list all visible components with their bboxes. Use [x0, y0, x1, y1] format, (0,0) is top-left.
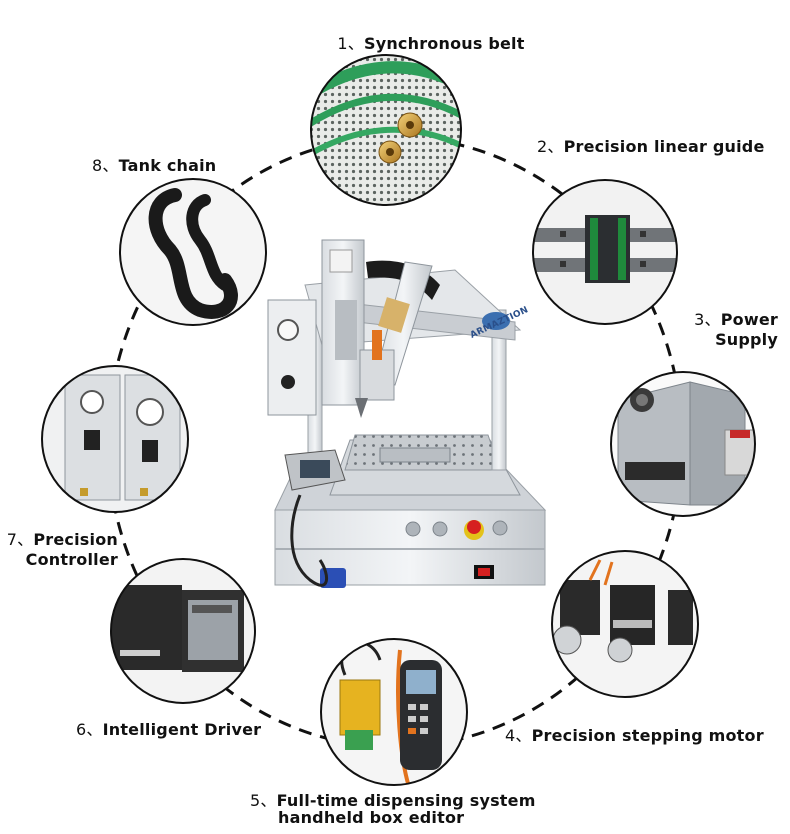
label-linear-guide: 2、Precision linear guide — [537, 137, 765, 156]
label-handheld-editor: 5、Full-time dispensing system handheld b… — [250, 791, 536, 827]
linear-guide-icon — [532, 179, 678, 325]
label-stepping-motor: 4、Precision stepping motor — [505, 726, 764, 745]
dispensing-robot-icon — [267, 239, 547, 588]
label-precision-controller: 7、Precision Controller — [6, 530, 118, 569]
label-intelligent-driver: 6、Intelligent Driver — [76, 720, 262, 739]
label-power-supply: 3、Power Supply — [694, 310, 778, 349]
stepping-motor-icon — [551, 550, 699, 698]
controller-icon — [41, 365, 189, 513]
label-synchronous-belt: 1、Synchronous belt — [337, 34, 525, 53]
power-supply-icon — [610, 371, 756, 517]
label-tank-chain: 8、Tank chain — [92, 156, 217, 175]
driver-icon — [110, 558, 256, 704]
handheld-editor-icon — [320, 638, 468, 786]
synchronous-belt-icon — [310, 54, 462, 206]
tank-chain-icon — [119, 178, 267, 326]
